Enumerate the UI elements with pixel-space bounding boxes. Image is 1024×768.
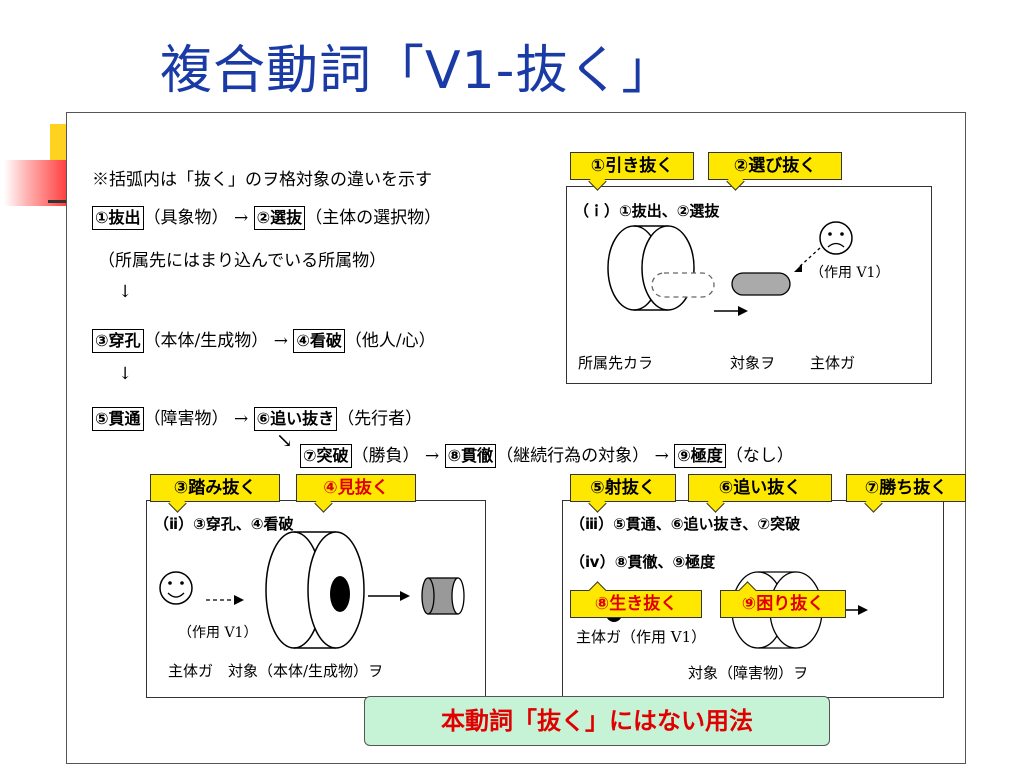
- arrow-2: →: [273, 331, 288, 351]
- panel-i-label-source: 所属先カラ: [578, 354, 654, 372]
- note-2: （主体の選択物）: [305, 208, 442, 228]
- callout-erabinuku: ②選び抜く: [708, 152, 842, 191]
- down-arrow-2: ↓: [118, 364, 133, 384]
- callout-fuminuku: ③踏み抜く: [150, 474, 280, 513]
- panel-iv-heading: （ⅳ）⑧貫徹、⑨極度: [570, 553, 716, 571]
- extracted-object: [731, 272, 791, 296]
- flow-row-1-sub: （所属先にはまり込んでいる所属物）: [98, 251, 387, 271]
- summary-box: 本動詞「抜く」にはない用法: [364, 696, 830, 746]
- panel-i-label-subject: 主体ガ: [810, 354, 856, 372]
- flow-row-1: ①抜出（具象物） → ②選抜（主体の選択物）: [92, 203, 441, 230]
- small-cylinder: [421, 577, 465, 615]
- panel-i-heading: （ｉ）①抜出、②選抜: [574, 202, 720, 220]
- cylinder-icon: [265, 531, 365, 649]
- flow-row-4: ⑦突破（勝負） → ⑧貫徹（継続行為の対象） → ⑨極度（なし）: [300, 441, 794, 468]
- label-7: ⑦突破: [300, 444, 352, 468]
- label-9: ⑨極度: [674, 444, 726, 468]
- diagonal-arrow: ↘: [276, 428, 293, 452]
- frown-face-icon: [819, 221, 853, 255]
- panel-i-agent-label: （作用 V1）: [810, 265, 890, 281]
- note-5: （障害物）: [143, 409, 229, 429]
- note-1: （具象物）: [143, 208, 229, 228]
- callout-oinuku: ⑥追い抜く: [688, 474, 832, 513]
- panel-iii-agent-label: 主体ガ（作用 V1）: [576, 628, 707, 646]
- arrow-3: →: [233, 409, 249, 429]
- note-3: （本体/生成物）: [143, 331, 269, 351]
- down-arrow-1: ↓: [118, 282, 133, 302]
- smiley-face-icon: [159, 571, 193, 605]
- label-8: ⑧貫徹: [444, 444, 497, 468]
- arrow-5: →: [654, 446, 669, 466]
- callout-komarinuku: ⑨困り抜く: [720, 581, 846, 618]
- panel-ii-agent-label: （作用 V1）: [178, 625, 258, 641]
- callout-kachinuku: ⑦勝ち抜く: [846, 474, 966, 513]
- callout-ikinuku: ⑧生き抜く: [570, 581, 702, 618]
- note-6: （先行者）: [337, 409, 423, 429]
- arrow-1: →: [233, 208, 249, 228]
- cylinder-icon: [607, 225, 695, 311]
- label-4: ④看破: [293, 329, 345, 353]
- flow-row-3: ⑤貫通（障害物） → ⑥追い抜き（先行者）: [92, 404, 422, 431]
- panel-i-label-object: 対象ヲ: [730, 354, 776, 372]
- right-arrow-icon: [714, 306, 748, 316]
- note-4: （他人/心）: [344, 331, 436, 351]
- panel-ii-heading: （ⅱ）③穿孔、④看破: [154, 515, 294, 533]
- note-7: （勝負）: [351, 446, 420, 466]
- callout-inuku: ⑤射抜く: [570, 474, 676, 513]
- label-1: ①抜出: [92, 206, 144, 230]
- panel-iii-bottom-label: 対象（障害物）ヲ: [688, 664, 809, 682]
- arrow-4: →: [424, 446, 440, 466]
- panel-ii-bottom-label: 主体ガ 対象（本体/生成物）ヲ: [168, 662, 384, 680]
- note-9: （なし）: [725, 446, 794, 466]
- note-8: （継続行為の対象）: [496, 446, 650, 466]
- panel-i-illustration: [607, 221, 853, 316]
- right-arrow-icon: [368, 591, 410, 601]
- dashed-object: [651, 272, 715, 298]
- note-text: ※括弧内は「抜く」のヲ格対象の違いを示す: [92, 170, 432, 190]
- flow-row-2: ③穿孔（本体/生成物） → ④看破（他人/心）: [92, 326, 436, 353]
- panel-iii-heading: （ⅲ）⑤貫通、⑥追い抜き、⑦突破: [570, 515, 801, 533]
- decorative-red-gradient: [4, 160, 72, 206]
- label-2: ②選抜: [253, 206, 306, 230]
- label-3: ③穿孔: [92, 329, 144, 353]
- label-5: ⑤貫通: [92, 407, 144, 431]
- page-title: 複合動詞「V1-抜く」: [160, 41, 675, 101]
- callout-minuku: ④見抜く: [296, 474, 416, 513]
- decorative-line: [48, 200, 68, 203]
- callout-hikinuku: ①引き抜く: [570, 152, 694, 191]
- panel-ii-illustration: [159, 531, 465, 649]
- label-6: ⑥追い抜き: [253, 407, 338, 431]
